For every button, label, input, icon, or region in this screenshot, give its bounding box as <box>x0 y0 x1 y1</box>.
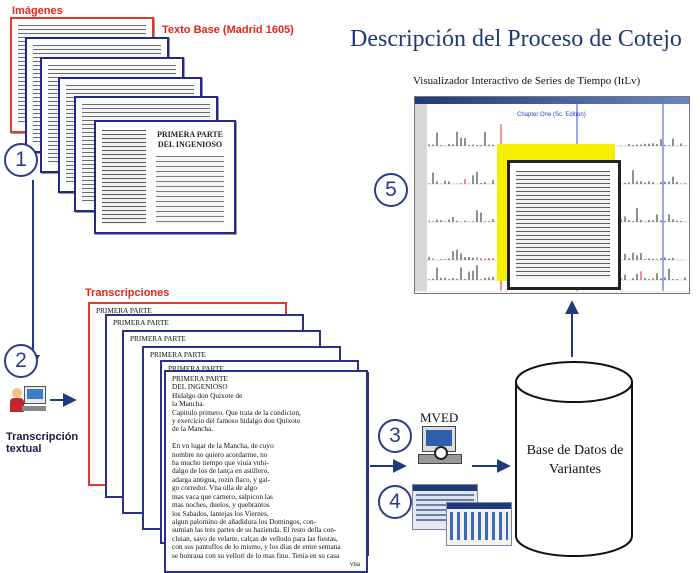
transcription-stack: PRIMERA PARTE PRIMERA PARTE PRIMERA PART… <box>80 298 380 573</box>
step-3-badge: 3 <box>378 419 412 453</box>
images-label: Imágenes <box>12 5 63 17</box>
transcription-line: PRIMERA PARTE <box>172 374 228 383</box>
page-title: Descripción del Proceso de Cotejo <box>350 26 682 52</box>
base-text-label: Texto Base (Madrid 1605) <box>162 24 294 36</box>
transcription-line: go corredor. Vna olla de algo <box>172 483 257 493</box>
page-footer: vna <box>349 559 360 568</box>
highlight-bar-vertical <box>497 144 507 281</box>
highlight-bar-horizontal <box>497 144 615 162</box>
user-head-shape <box>12 388 22 398</box>
transcription-textual-label: Transcripción textual <box>6 431 79 455</box>
database-cylinder <box>515 361 633 557</box>
transcription-line: y exercicio del famoso hidalgo don Quixo… <box>172 416 301 426</box>
viewer-chapter-label: Chapter One (Sc. Edition) <box>517 112 586 118</box>
transcription-line: adarga antigua, rozin flaco, y gal- <box>172 474 271 484</box>
database-label-line: Base de Datos de <box>526 443 624 458</box>
viewer-sidebar <box>415 104 427 291</box>
scanned-images-stack: PRIMERA PARTE DEL INGENIOSO <box>0 0 245 240</box>
transcription-line: cluian, sayo de velarte, calças de vellu… <box>172 533 338 543</box>
mved-window <box>446 502 512 546</box>
transcription-line: los Sabados, lantejas los Viernes, <box>172 508 269 518</box>
scan-right-text <box>156 156 224 224</box>
transcriptions-label: Transcripciones <box>85 287 170 299</box>
database-label: Base de Datos de Variantes <box>514 441 636 479</box>
mved-computer-icon <box>418 426 462 466</box>
database-label-line: Variantes <box>548 462 602 477</box>
viewer-page-text <box>516 171 610 279</box>
magnifier-icon <box>434 446 448 460</box>
transcription-line: mas vaca que carnero, salpicon las <box>172 491 273 501</box>
computer-user-icon <box>10 384 46 416</box>
mved-label: MVED <box>420 410 459 425</box>
transcription-line: la Mancha. <box>172 399 205 409</box>
transcription-line: se honraua con su vellori de lo mas fino… <box>172 550 340 560</box>
viewer-page-scan <box>507 160 621 290</box>
transcription-line: Capitulo primero. Que trata de la condic… <box>172 407 301 417</box>
transcription-line: mas noches, duelos, y quebrantos <box>172 500 270 510</box>
monitor-shape <box>24 386 46 404</box>
transcription-line: con sus pantuflos de lo mismo, y los dia… <box>172 542 341 552</box>
transcription-line: de la Mancha. <box>172 424 214 434</box>
step-2-badge: 2 <box>4 344 38 378</box>
user-body-shape <box>10 398 24 412</box>
step-1-badge: 1 <box>4 143 38 177</box>
scan-cover-line: DEL INGENIOSO <box>157 140 223 149</box>
scan-cover-text: PRIMERA PARTE DEL INGENIOSO <box>152 130 228 150</box>
transcription-line: ha mucho tiempo que viuia vnhi- <box>172 458 269 468</box>
viewer-canvas: Chapter One (Sc. Edition) <box>427 104 689 291</box>
scan-left-column <box>102 130 146 224</box>
transcription-line: nombre no quiero acordarme, no <box>172 449 268 459</box>
step-4-badge: 4 <box>378 485 412 519</box>
transcription-line: En vn lugar de la Mancha, de cuyo <box>172 441 274 451</box>
transcription-line: Hidalgo don Quixote de <box>172 390 243 400</box>
transcription-line: dalgo de los de lança en astillero, <box>172 466 270 476</box>
viewer-caption: Visualizador Interactivo de Series de Ti… <box>413 75 641 87</box>
scan-cover-line: PRIMERA PARTE <box>156 130 223 139</box>
transcription-line: DEL INGENIOSO <box>172 382 228 392</box>
step-5-badge: 5 <box>374 173 408 207</box>
mved-screens <box>412 484 512 546</box>
transcription-line: algun palomino de añadidura los Domingos… <box>172 516 317 526</box>
scan-image-front: PRIMERA PARTE DEL INGENIOSO <box>94 120 236 234</box>
keyboard-shape <box>22 406 46 411</box>
viewer-titlebar <box>415 97 689 104</box>
transcription-line: sumian las tres partes de su hazienda. E… <box>172 525 337 535</box>
itlv-viewer-window: Chapter One (Sc. Edition) <box>414 96 690 294</box>
